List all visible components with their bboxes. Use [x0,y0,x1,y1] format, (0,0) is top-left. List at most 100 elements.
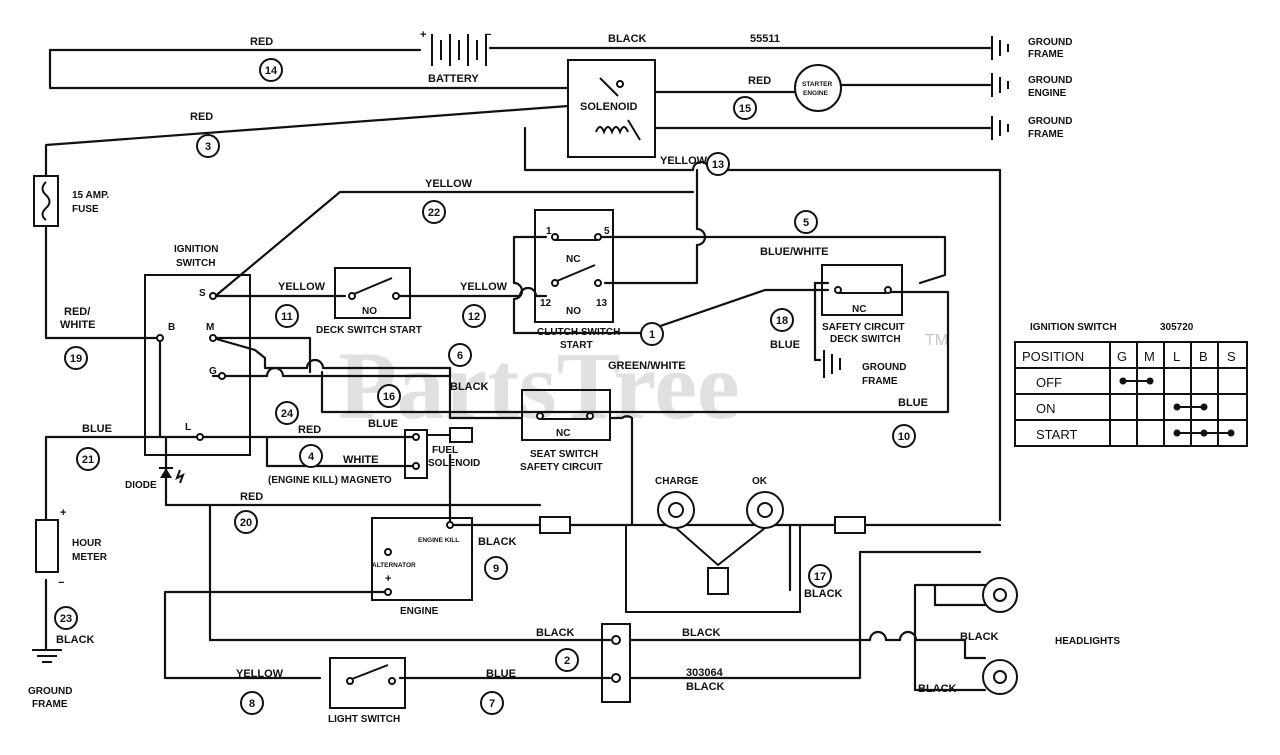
svg-text:18: 18 [776,315,788,327]
lbl-blue-10: BLUE [898,397,928,409]
wire-diode [164,435,447,507]
seat-switch: NC SEAT SWITCH SAFETY CIRCUIT [520,389,611,473]
ign-label-2: SWITCH [176,258,215,269]
headlights: HEADLIGHTS [982,577,1120,695]
fuel-solenoid-l1: FUEL [432,445,458,456]
svg-text:8: 8 [249,698,255,710]
watermark-tm: TM [925,332,948,349]
ign-conn-on [1173,403,1208,411]
ok-label: OK [752,476,768,487]
wire-18 [813,281,822,362]
bubble-18: 18 [770,308,794,332]
bubble-5: 5 [794,210,818,234]
starter-label-2: ENGINE [803,90,829,97]
bubble-8: 8 [240,691,264,715]
engine-kill-term: ENGINE KILL [418,537,459,544]
bubble-16: 16 [377,384,401,408]
ground-frame-2-l2: FRAME [1028,129,1064,140]
wire-2-right [628,630,967,642]
bubble-20: 20 [234,510,258,534]
wire-14-lower [48,48,570,90]
fuel-solenoid-l2: SOLENOID [428,458,480,469]
lbl-yellow-11: YELLOW [278,281,326,293]
clutch-no: NO [566,306,581,317]
ground-frame-3-l2: FRAME [862,376,898,387]
lbl-red-20: RED [240,491,263,503]
lbl-red-white-2: WHITE [60,319,95,331]
diode: DIODE [125,467,185,491]
lbl-yellow-12: YELLOW [460,281,508,293]
lbl-blue-16: BLUE [368,418,398,430]
ground-frame-2-l1: GROUND [1028,116,1072,127]
headlights-label: HEADLIGHTS [1055,636,1120,647]
engine-kill-label: (ENGINE KILL) MAGNETO [268,475,392,486]
lbl-black-6: BLACK [450,381,489,393]
ground-frame-1: GROUND FRAME [991,36,1072,60]
lbl-yellow-22: YELLOW [425,178,473,190]
wire-21 [44,435,162,522]
bubble-4: 4 [299,444,323,468]
wire-seat-right [608,415,634,527]
lbl-black-hl1: BLACK [960,631,999,643]
svg-text:15: 15 [739,103,751,115]
safety-deck-switch: NC SAFETY CIRCUIT DECK SWITCH [821,264,905,345]
wire-number-bubbles: 14 3 15 13 22 5 11 12 1 18 19 6 16 10 24… [54,58,916,715]
deck-switch: NO DECK SWITCH START [316,267,422,336]
ign-th-l: L [1173,349,1180,364]
bubble-23: 23 [54,606,78,630]
ign-th-position: POSITION [1022,349,1084,364]
wire-3 [44,104,570,178]
ignition-table: IGNITION SWITCH 305720 POSITION G M L B … [1014,322,1248,447]
hour-meter-l2: METER [72,552,108,563]
fuel-solenoid: FUEL SOLENOID (ENGINE KILL) MAGNETO [268,427,480,486]
charge-label: CHARGE [655,476,699,487]
starter-label-1: STARTER [802,81,833,88]
wire-8 [163,590,390,680]
hour-meter-plus: + [60,507,66,519]
ign-row-on: ON [1036,401,1056,416]
bubble-1: 1 [640,322,664,346]
svg-text:12: 12 [468,311,480,323]
svg-text:11: 11 [281,311,293,323]
bubble-11: 11 [275,304,299,328]
ground-frame-3-l1: GROUND [862,362,906,373]
wire-22 [211,190,695,300]
bubble-10: 10 [892,424,916,448]
ground-frame-4-l2: FRAME [32,699,68,710]
safety-deck-label-2: DECK SWITCH [830,334,901,345]
lbl-red-white-1: RED/ [64,306,90,318]
bubble-7: 7 [480,691,504,715]
bubble-9: 9 [484,556,508,580]
battery-minus: − [485,29,491,41]
lbl-blue-7: BLUE [486,668,516,680]
wire-g [211,366,452,378]
light-switch-label: LIGHT SWITCH [328,714,400,725]
ign-th-b: B [1199,349,1208,364]
watermark: PartsTree [338,332,740,439]
ground-frame-1-l2: FRAME [1028,49,1064,60]
ign-term-m: M [206,322,214,333]
fuse-label-2: FUSE [72,204,99,215]
wire-seat-left [448,366,524,420]
alternator-term: ALTERNATOR [372,562,416,569]
svg-text:2: 2 [564,655,570,667]
svg-text:10: 10 [898,431,910,443]
clutch-t12: 12 [540,298,552,309]
wire-4 [265,435,417,468]
gauge-panel: CHARGE OK [625,476,801,613]
deck-switch-no: NO [362,306,377,317]
lbl-black-7: BLACK [686,681,725,693]
lbl-blue-18: BLUE [770,339,800,351]
clutch-label-1: CLUTCH SWITCH [537,327,620,338]
bubble-6: 6 [448,343,472,367]
ground-frame-3: GROUND FRAME [823,350,906,387]
clutch-t1: 1 [546,226,552,237]
ign-label-1: IGNITION [174,244,218,255]
bubble-19: 19 [64,346,88,370]
wire-19 [44,224,162,340]
lbl-black-17: BLACK [804,588,843,600]
bubble-14: 14 [259,58,283,82]
fuse-label-1: 15 AMP. [72,190,109,201]
deck-switch-label: DECK SWITCH START [316,325,422,336]
